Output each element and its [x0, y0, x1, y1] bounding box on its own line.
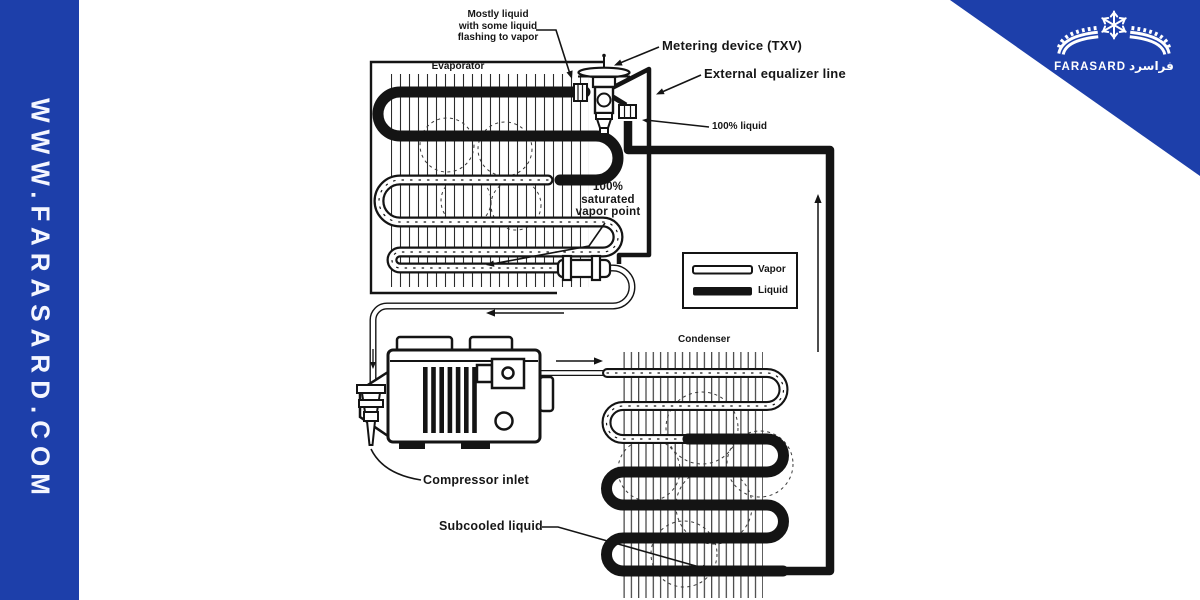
website-watermark: WWW.FARASARD.COM: [25, 98, 56, 502]
legend-liquid-swatch: [693, 287, 752, 296]
snowflake-icon: [1101, 10, 1127, 40]
compressor: [358, 335, 555, 449]
compressor-fins: [423, 367, 477, 433]
evaporator-coil-vapor: [373, 174, 624, 274]
leader-lines: [370, 29, 710, 571]
condenser-coil-vapor: [601, 368, 789, 444]
saturated-vapor-label: 100% saturated vapor point: [575, 181, 641, 219]
muffler: [556, 254, 612, 282]
evaporator-box: [369, 60, 604, 295]
metering-device-label: Metering device (TXV): [662, 38, 803, 53]
logo-wings-icon: [1057, 26, 1171, 56]
mostly-liquid-label: Mostly liquid with some liquid flashing …: [457, 9, 539, 44]
pct-liquid-label: 100% liquid: [712, 121, 768, 132]
legend-vapor-swatch: [692, 265, 753, 275]
txv-valve: [573, 53, 637, 135]
liquid-line: [623, 121, 835, 576]
compressor-inlet-label: Compressor inlet: [423, 473, 530, 487]
suction-line: [369, 264, 636, 387]
subcooled-liquid-label: Subcooled liquid: [439, 519, 543, 533]
evaporator-label: Evaporator: [431, 61, 485, 72]
condenser-label: Condenser: [678, 334, 731, 345]
brand-name-arabic: فراسرد: [1129, 59, 1174, 73]
brand-logo-text: FARASARD فراسرد: [1053, 59, 1175, 73]
flow-arrows: [370, 194, 822, 369]
compressor-inlet-valve: [356, 384, 386, 446]
legend-box: [682, 252, 798, 309]
condenser-coil-liquid: [601, 433, 789, 577]
external-equalizer-label: External equalizer line: [704, 66, 846, 81]
legend-liquid-label: Liquid: [758, 285, 788, 296]
left-brand-bar: [0, 0, 79, 600]
brand-name: FARASARD: [1054, 61, 1127, 73]
legend-vapor-label: Vapor: [758, 264, 786, 275]
external-equalizer-line: [610, 66, 652, 264]
evaporator-coil-liquid: [372, 86, 624, 186]
corner-brand-triangle: [950, 0, 1200, 176]
